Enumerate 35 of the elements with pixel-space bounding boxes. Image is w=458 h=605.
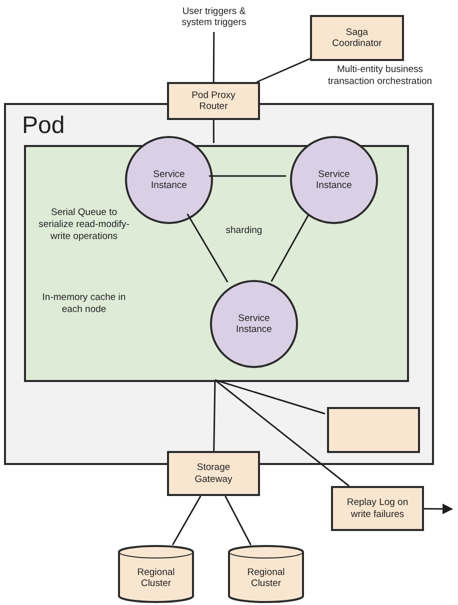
node-label: Pod Proxy Router <box>190 90 236 112</box>
arrow <box>424 504 454 514</box>
node-label: Regional Cluster <box>246 566 286 590</box>
note-text: Serial Queue to serialize read-modify-write operations <box>38 207 130 243</box>
caption-text: Multi-entity business transaction orchestration <box>326 64 434 88</box>
node-label: Saga Coordinator <box>331 26 383 50</box>
connector-line <box>212 32 215 82</box>
connector-line <box>186 214 228 282</box>
database-cylinder <box>118 545 194 603</box>
container-title: Pod <box>22 111 66 141</box>
note-text: In-memory cache in each node <box>41 292 127 316</box>
note-text: sharding <box>224 225 264 237</box>
connector-line <box>214 379 350 487</box>
node-label: Service Instance <box>150 168 188 192</box>
node-label: Storage Gateway <box>194 462 234 485</box>
process-box <box>327 407 420 453</box>
connector-line <box>214 379 326 414</box>
database-cylinder <box>228 545 304 603</box>
pod-container <box>4 103 434 465</box>
process-box <box>167 82 260 120</box>
process-box <box>331 486 424 531</box>
connector-line <box>224 496 252 546</box>
process-box <box>310 15 404 61</box>
connector-line <box>172 496 202 546</box>
connector-line <box>256 58 310 83</box>
process-box <box>167 451 260 496</box>
node-label: User triggers & system triggers <box>180 6 248 28</box>
connector-line <box>212 120 214 143</box>
node-label: Replay Log on write failures <box>346 497 410 520</box>
node-label: Regional Cluster <box>136 566 176 590</box>
node-label: Service Instance <box>235 312 273 336</box>
connector-line <box>209 175 286 177</box>
connector-line <box>270 214 310 282</box>
connector-line <box>213 380 216 452</box>
node-label: Service Instance <box>315 168 353 192</box>
